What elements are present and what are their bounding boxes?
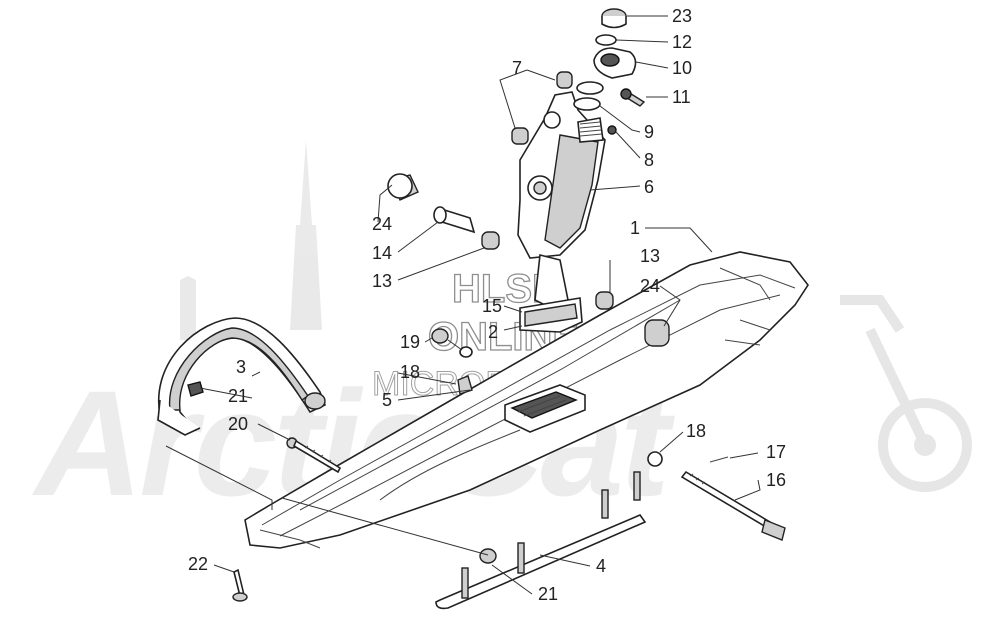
bushing-13-left bbox=[481, 231, 500, 250]
leader-lines bbox=[165, 15, 761, 595]
washer-18-upper bbox=[459, 346, 473, 358]
callout-21-lower: 21 bbox=[538, 584, 558, 604]
callout-13-left: 13 bbox=[372, 271, 392, 291]
callout-17: 17 bbox=[766, 442, 786, 462]
watermark-spire bbox=[180, 140, 322, 340]
callout-6: 6 bbox=[644, 177, 654, 197]
callout-24-left: 24 bbox=[372, 214, 392, 234]
callout-20: 20 bbox=[228, 414, 248, 434]
callouts: 23 12 10 11 7 9 8 6 24 14 13 1 13 24 15 … bbox=[188, 6, 786, 604]
parts bbox=[157, 8, 809, 610]
callout-1: 1 bbox=[630, 218, 640, 238]
bushings-7 bbox=[511, 71, 573, 145]
bushing-24-right bbox=[644, 319, 670, 347]
plug-21-upper bbox=[187, 381, 204, 397]
washer-a bbox=[576, 81, 604, 95]
wear-bar bbox=[435, 471, 647, 610]
nut-5 bbox=[457, 375, 473, 395]
callout-18-right: 18 bbox=[686, 421, 706, 441]
nut-19 bbox=[431, 328, 449, 344]
nut-21-lower bbox=[479, 548, 497, 564]
snap-ring bbox=[595, 34, 617, 46]
mount-plate bbox=[504, 384, 586, 433]
callout-2: 2 bbox=[488, 322, 498, 342]
callout-12: 12 bbox=[672, 32, 692, 52]
nut-8 bbox=[607, 125, 617, 135]
callout-5: 5 bbox=[382, 390, 392, 410]
cotter-pin-17 bbox=[709, 456, 729, 463]
callout-10: 10 bbox=[672, 58, 692, 78]
washer-18-right bbox=[647, 451, 663, 467]
callout-14: 14 bbox=[372, 243, 392, 263]
callout-18-mid: 18 bbox=[400, 362, 420, 382]
callout-19: 19 bbox=[400, 332, 420, 352]
bushing-13-right bbox=[595, 291, 614, 310]
screw-22 bbox=[232, 568, 248, 602]
callout-11: 11 bbox=[672, 87, 691, 107]
bushing-24-left bbox=[387, 173, 419, 201]
bolt-20 bbox=[286, 437, 342, 474]
callout-22: 22 bbox=[188, 554, 208, 574]
callout-3: 3 bbox=[236, 357, 246, 377]
callout-9: 9 bbox=[644, 122, 654, 142]
washer-b bbox=[573, 97, 601, 111]
callout-21-upper: 21 bbox=[228, 386, 248, 406]
callout-23: 23 bbox=[672, 6, 692, 26]
bolt-16 bbox=[680, 470, 786, 541]
cap bbox=[601, 8, 627, 29]
callout-16: 16 bbox=[766, 470, 786, 490]
callout-4: 4 bbox=[596, 556, 606, 576]
spindle bbox=[517, 91, 606, 306]
sleeve-14 bbox=[433, 206, 476, 234]
clamp bbox=[593, 47, 637, 79]
callout-13-right: 13 bbox=[640, 246, 660, 266]
bolt-11 bbox=[620, 88, 646, 107]
callout-7: 7 bbox=[512, 58, 522, 78]
ski-handle bbox=[157, 317, 327, 436]
watermark-motorcycle bbox=[840, 295, 972, 492]
callout-24-right: 24 bbox=[640, 276, 660, 296]
callout-8: 8 bbox=[644, 150, 654, 170]
callout-15: 15 bbox=[482, 296, 502, 316]
